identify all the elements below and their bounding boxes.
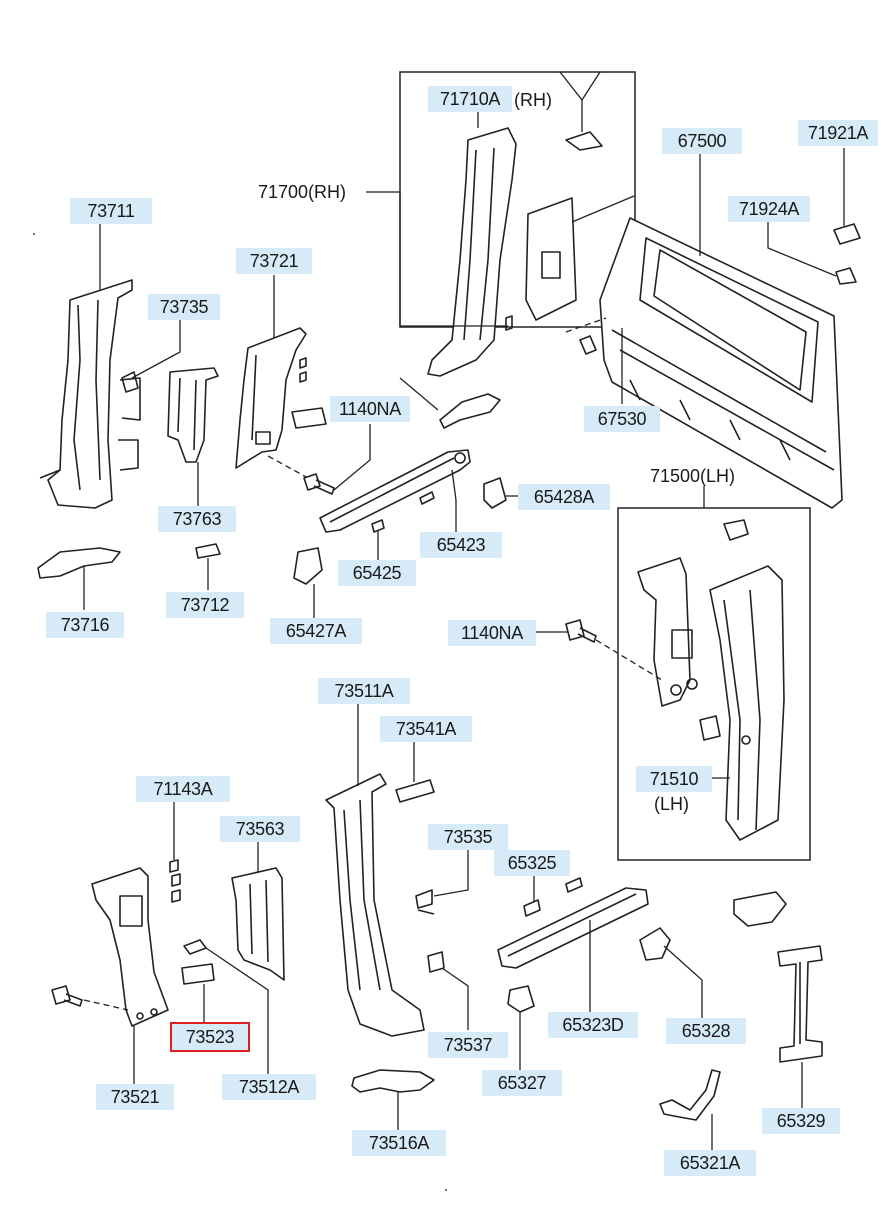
label-1140na-mid[interactable]: 1140NA — [448, 620, 536, 646]
label-71921a[interactable]: 71921A — [798, 120, 878, 146]
label-65321a[interactable]: 65321A — [664, 1150, 756, 1176]
label-71924a[interactable]: 71924A — [728, 196, 810, 222]
part-73716 — [37, 547, 121, 579]
part-73541a — [395, 779, 435, 803]
part-1140na-mid-bolt — [565, 619, 597, 643]
label-65427a[interactable]: 65427A — [270, 618, 362, 644]
label-65325[interactable]: 65325 — [494, 850, 570, 876]
label-67530[interactable]: 67530 — [584, 406, 660, 432]
part-73535 — [415, 889, 435, 915]
part-65428a — [483, 477, 507, 509]
label-71143a[interactable]: 71143A — [136, 776, 230, 802]
label-73511a[interactable]: 73511A — [318, 678, 410, 704]
label-71510-side: (LH) — [654, 794, 689, 814]
label-65327[interactable]: 65327 — [482, 1070, 562, 1096]
part-73521 — [91, 867, 169, 1027]
label-73716[interactable]: 73716 — [46, 612, 124, 638]
part-73563 — [231, 867, 285, 981]
label-71510[interactable]: 71510 — [636, 766, 712, 792]
part-71500-lh — [637, 519, 785, 841]
label-73721[interactable]: 73721 — [236, 248, 312, 274]
part-65427a — [293, 547, 323, 585]
part-1140na-top — [303, 473, 335, 495]
label-71710a-side: (RH) — [514, 90, 552, 110]
label-73563[interactable]: 73563 — [220, 816, 300, 842]
part-73763 — [167, 367, 219, 463]
label-65329[interactable]: 65329 — [762, 1108, 840, 1134]
part-65325 — [523, 877, 583, 917]
part-73523 — [181, 963, 215, 985]
part-67500 — [599, 217, 843, 509]
label-65423[interactable]: 65423 — [420, 532, 502, 558]
label-65323d[interactable]: 65323D — [548, 1012, 638, 1038]
label-71710a[interactable]: 71710A — [428, 86, 512, 112]
part-73721 — [235, 327, 307, 469]
label-73735[interactable]: 73735 — [148, 294, 220, 320]
part-67530-bolt — [579, 335, 597, 355]
part-73512a — [183, 939, 207, 955]
label-71700[interactable]: 71700(RH) — [258, 182, 347, 202]
label-73763[interactable]: 73763 — [158, 506, 236, 532]
label-73712[interactable]: 73712 — [166, 592, 244, 618]
label-73523-highlighted[interactable]: 73523 — [170, 1022, 250, 1052]
label-73537[interactable]: 73537 — [428, 1032, 508, 1058]
label-67500[interactable]: 67500 — [662, 128, 742, 154]
label-65328[interactable]: 65328 — [666, 1018, 746, 1044]
part-65423 — [319, 449, 471, 533]
part-65321a — [659, 1069, 721, 1121]
part-73711 — [39, 279, 141, 509]
part-65329 — [777, 945, 823, 1063]
label-1140na-top[interactable]: 1140NA — [330, 396, 410, 422]
part-71921a — [833, 223, 861, 245]
part-65328 — [639, 927, 671, 961]
label-73711[interactable]: 73711 — [70, 198, 152, 224]
label-73541a[interactable]: 73541A — [380, 716, 472, 742]
label-65425[interactable]: 65425 — [338, 560, 416, 586]
part-65323d — [497, 887, 649, 969]
part-73516a — [351, 1069, 435, 1093]
label-65428a[interactable]: 65428A — [518, 484, 610, 510]
part-71143a — [169, 859, 181, 903]
label-71500[interactable]: 71500(LH) — [650, 466, 736, 486]
part-73537 — [427, 951, 445, 973]
part-71710a — [427, 127, 603, 377]
label-73516a[interactable]: 73516A — [352, 1130, 446, 1156]
label-73535[interactable]: 73535 — [428, 824, 508, 850]
part-73511a — [325, 773, 425, 1037]
lh-assembly-box — [617, 507, 811, 861]
part-73521-bolt — [51, 985, 83, 1007]
part-73735 — [121, 371, 139, 393]
part-right-bracket — [733, 891, 787, 927]
label-73512a[interactable]: 73512A — [222, 1074, 316, 1100]
part-71924a — [835, 267, 857, 285]
label-73521[interactable]: 73521 — [96, 1084, 174, 1110]
part-rh-bracket — [439, 393, 501, 429]
part-65327 — [507, 985, 535, 1013]
part-73712 — [195, 543, 221, 559]
